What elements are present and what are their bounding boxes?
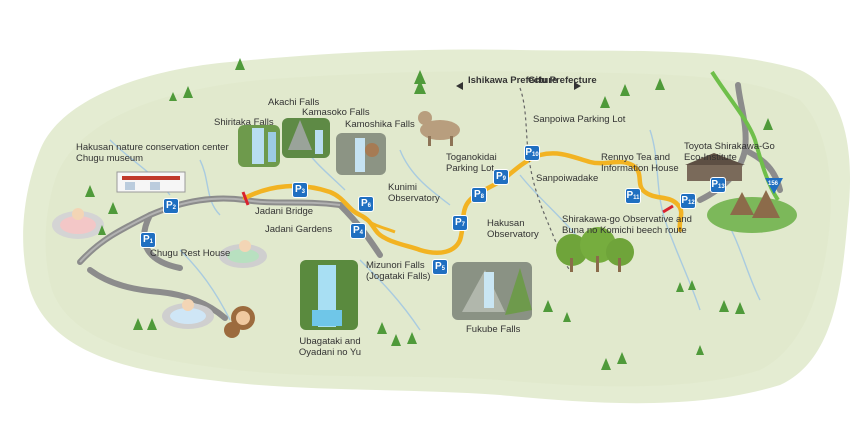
beech-trees [556,227,634,272]
label-shiritaka-falls: Shiritaka Falls [214,117,274,128]
fukube-falls-scene [452,262,532,320]
label-sanpoiwadake: Sanpoiwadake [536,173,599,184]
label-fukube-falls: Fukube Falls [466,324,521,335]
parking-marker-11[interactable]: P11 [626,189,640,203]
label-jadani-gardens: Jadani Gardens [265,224,333,235]
label-rennyo-tea: Rennyo Tea and Information House [601,152,679,174]
arrow-right [574,82,581,90]
parking-marker-8[interactable]: P8 [472,188,486,202]
label-chugu-rest-house: Chugu Rest House [150,248,231,259]
kamoshika-falls-scene [336,133,386,175]
chugu-museum [116,171,186,193]
parking-marker-10[interactable]: P10 [525,146,539,160]
parking-marker-5[interactable]: P5 [433,260,447,274]
parking-marker-4[interactable]: P4 [351,224,365,238]
label-gifu-prefecture: Gifu Prefecture [528,75,597,86]
onsen-west [52,208,104,239]
label-toyota-eco: Toyota Shirakawa-Go Eco-Institute [684,141,775,163]
onsen-south [162,299,214,329]
toyota-eco-institute [685,153,745,181]
parking-marker-13[interactable]: P13 [711,178,725,192]
gray-road-highlight [79,197,341,263]
gate-marker [662,204,674,214]
parking-marker-9[interactable]: P9 [494,170,508,184]
parking-marker-7[interactable]: P7 [453,216,467,230]
parking-marker-1[interactable]: P1 [141,233,155,247]
label-kunimi-observatory: Kunimi Observatory [388,182,440,204]
route-156-number: 156 [768,181,779,187]
parking-marker-3[interactable]: P3 [293,183,307,197]
akachi-falls-scene [238,125,280,167]
jadani-bridge-marker [241,191,250,206]
parking-marker-6[interactable]: P6 [359,197,373,211]
monkey-illustration [224,306,255,338]
arrow-left [456,82,463,90]
label-sanpoiwa-parking: Sanpoiwa Parking Lot [533,114,626,125]
label-akachi-falls: Akachi Falls [268,97,320,108]
label-ishikawa-prefecture: Ishikawa Prefecture [468,75,558,86]
pine-trees [85,58,773,370]
label-shirakawago-observative: Shirakawa-go Observative and Buna no Kom… [562,214,692,236]
label-mizunori-falls: Mizunori Falls (Jogataki Falls) [366,260,431,282]
label-toganokidai-parking: Toganokidai Parking Lot [446,152,497,174]
parking-marker-2[interactable]: P2 [164,199,178,213]
serow-illustration [418,111,460,146]
land-shade [45,71,831,387]
ubagataki-scene [300,260,358,330]
kamasoko-falls-scene [282,118,330,158]
label-jadani-bridge: Jadani Bridge [255,206,314,217]
label-kamoshika-falls: Kamoshika Falls [345,119,415,130]
label-ubagataki: Ubagataki and Oyadani no Yu [298,336,362,358]
route-156-shield [765,178,783,194]
label-hakusan-observatory: Hakusan Observatory [487,218,539,240]
parking-marker-12[interactable]: P12 [681,194,695,208]
label-kamasoko-falls: Kamasoko Falls [302,107,370,118]
label-hakusan-center: Hakusan nature conservation center Chugu… [76,142,229,164]
onsen-rest-house [219,240,267,268]
gassho-houses [707,190,797,233]
